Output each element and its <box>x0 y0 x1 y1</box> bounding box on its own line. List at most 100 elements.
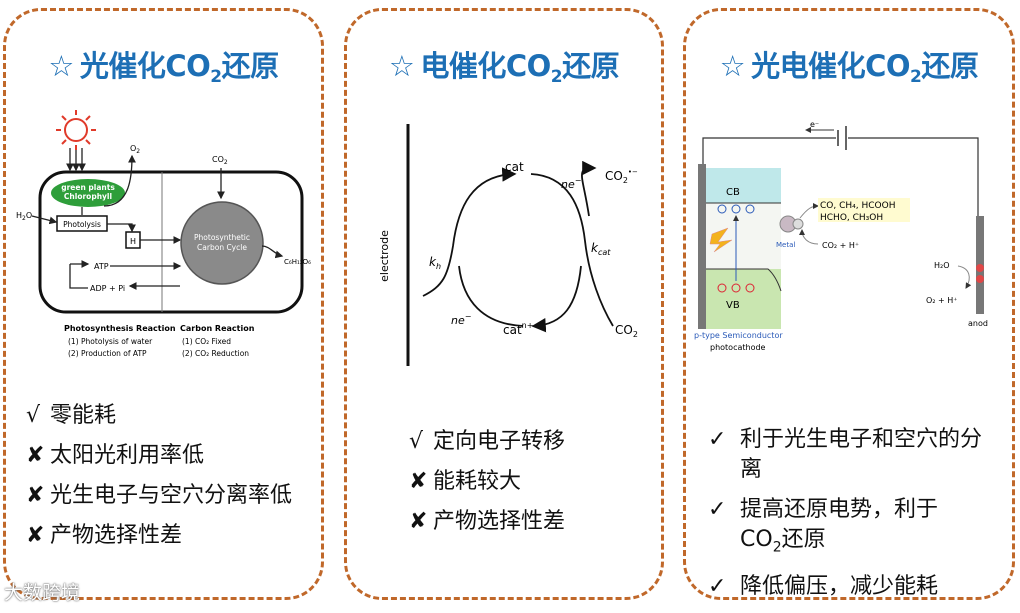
photoelectrochemical-cell-diagram: e⁻ CB VB Metal CO, CH₄, HCOOH HCHO, CH₃O… <box>694 120 988 352</box>
pros-cons-list: √零能耗 ✘太阳光利用率低 ✘光生电子与空穴分离率低 ✘产物选择性差 <box>26 401 318 561</box>
panel-electrocatalysis: ☆电催化CO2还原 electrode cat catn+ kh kcat ne… <box>344 8 664 600</box>
title-subscript: 2 <box>550 67 563 87</box>
reaction-right-title: Carbon Reaction <box>180 324 255 333</box>
cross-icon: ✘ <box>409 469 428 494</box>
photolysis-label: Photolysis <box>63 220 101 229</box>
cat-bottom-label: catn+ <box>503 321 533 337</box>
ne-top-label: ne− <box>561 176 581 191</box>
semiconductor-label: p-type Semiconductor <box>694 331 783 340</box>
title-tail: 还原 <box>562 49 620 83</box>
co2-label: CO2 <box>615 323 638 339</box>
panel-title: ☆光催化CO2还原 <box>6 43 321 87</box>
list-text-co: CO <box>740 527 773 552</box>
products-line-2: HCHO, CH₃OH <box>820 213 883 223</box>
list-item: √ 零能耗 <box>26 401 318 431</box>
list-item: ✘太阳光利用率低 <box>26 441 318 471</box>
h-label: H <box>130 237 136 246</box>
panel-title: ☆光电催化CO2还原 <box>686 43 1012 87</box>
co2-label: CO2 <box>212 155 228 166</box>
metal-label: Metal <box>776 241 795 249</box>
o2-label: O2 <box>130 144 140 155</box>
check-icon: ✓ <box>708 427 727 452</box>
electron-label: e⁻ <box>810 120 819 129</box>
list-text-tail: 还原 <box>781 527 826 552</box>
title-subscript: 2 <box>210 67 222 87</box>
star-icon: ☆ <box>48 49 74 83</box>
light-bolt-icon <box>709 227 733 253</box>
list-text: 利于光生电子和空穴的分离 <box>740 427 983 482</box>
panel-photoelectrocatalysis: ☆光电催化CO2还原 e⁻ CB VB Metal <box>683 8 1015 600</box>
title-text: 光催化CO <box>79 49 211 83</box>
panel-title: ☆电催化CO2还原 <box>347 43 661 87</box>
list-item: ✘产物选择性差 <box>409 507 659 537</box>
reaction-left-2: (2) Production of ATP <box>68 349 147 358</box>
plants-label-1: green plants <box>61 183 115 192</box>
list-item: ✓ 提高还原电势，利于 CO2还原 <box>708 495 998 562</box>
sun-icon <box>56 110 96 150</box>
list-item: ✘能耗较大 <box>409 467 659 497</box>
pros-cons-list: ✓ 利于光生电子和空穴的分离 ✓ 提高还原电势，利于 CO2还原 ✓ 降低偏压，减少能耗 <box>708 425 998 612</box>
title-text: 光电催化CO <box>751 49 911 83</box>
panel-photocatalysis: ☆光催化CO2还原 green plants Chlorophyll O2 <box>3 8 324 600</box>
reaction-left-title: Photosynthesis Reaction <box>64 324 176 333</box>
chloroplast-outline <box>38 170 304 314</box>
adp-label: ADP + Pi <box>90 284 125 293</box>
list-text: 零能耗 <box>50 403 117 428</box>
cross-icon: ✘ <box>26 483 45 508</box>
cb-label: CB <box>726 187 740 198</box>
vb-label: VB <box>726 300 740 311</box>
list-item: √定向电子转移 <box>409 427 659 457</box>
list-item: ✘光生电子与空穴分离率低 <box>26 481 318 511</box>
list-item: ✓ 利于光生电子和空穴的分离 <box>708 425 998 485</box>
anode-h2o-label: H₂O <box>934 261 950 270</box>
list-text: 光生电子与空穴分离率低 <box>50 483 293 508</box>
ne-bottom-label: ne− <box>451 312 471 327</box>
cb-band <box>706 168 781 203</box>
cycle-label-1: Photosynthetic <box>194 233 250 242</box>
check-icon: √ <box>26 403 41 428</box>
reaction-right-2: (2) CO₂ Reduction <box>182 349 249 358</box>
cat-top-label: cat <box>505 160 524 174</box>
list-item: ✓ 降低偏压，减少能耗 <box>708 572 998 602</box>
reaction-left-1: (1) Photolysis of water <box>68 337 153 346</box>
electrode-label: electrode <box>378 230 391 282</box>
title-tail: 还原 <box>221 49 280 83</box>
co2-radical-label: CO2•− <box>605 168 638 185</box>
title-text: 电催化CO <box>420 49 551 83</box>
list-text: 提高还原电势，利于 <box>740 497 939 522</box>
list-text: 降低偏压，减少能耗 <box>740 574 939 600</box>
electrocatalysis-diagram: electrode cat catn+ kh kcat ne− ne− CO2•… <box>378 124 638 366</box>
carbon-cycle-circle <box>180 201 264 285</box>
star-icon: ☆ <box>388 49 415 83</box>
vb-band <box>706 269 781 329</box>
cross-icon: ✘ <box>409 509 428 534</box>
list-text-subscript: 2 <box>772 539 782 556</box>
pros-cons-list: √定向电子转移 ✘能耗较大 ✘产物选择性差 <box>409 427 659 547</box>
watermark: 大数跨境 <box>4 582 81 604</box>
electrode-substrate <box>698 164 706 329</box>
plants-ellipse <box>51 179 125 207</box>
list-item: ✘产物选择性差 <box>26 521 318 551</box>
list-text: 产物选择性差 <box>50 523 183 548</box>
kh-label: kh <box>429 255 441 271</box>
check-icon: ✓ <box>708 497 727 522</box>
photosynthesis-diagram: green plants Chlorophyll O2 CO2 H2O Phot… <box>16 110 311 358</box>
check-icon: ✓ <box>708 574 727 600</box>
reaction-right-1: (1) CO₂ Fixed <box>182 337 231 346</box>
reactants-label: CO₂ + H⁺ <box>822 241 859 250</box>
atp-label: ATP <box>94 262 109 271</box>
list-text: 太阳光利用率低 <box>50 443 205 468</box>
photocathode-label: photocathode <box>710 343 766 352</box>
title-subscript: 2 <box>910 67 922 87</box>
cross-icon: ✘ <box>26 523 45 548</box>
cycle-label-2: Carbon Cycle <box>197 243 247 252</box>
anode-label: anod <box>968 319 988 328</box>
anode-o2-label: O₂ + H⁺ <box>926 296 958 305</box>
list-text: 能耗较大 <box>433 469 522 494</box>
title-tail: 还原 <box>921 49 979 83</box>
list-text: 定向电子转移 <box>433 429 566 454</box>
list-text: 产物选择性差 <box>433 509 566 534</box>
h2o-label: H2O <box>16 211 32 222</box>
cross-icon: ✘ <box>26 443 45 468</box>
kcat-label: kcat <box>591 241 611 257</box>
